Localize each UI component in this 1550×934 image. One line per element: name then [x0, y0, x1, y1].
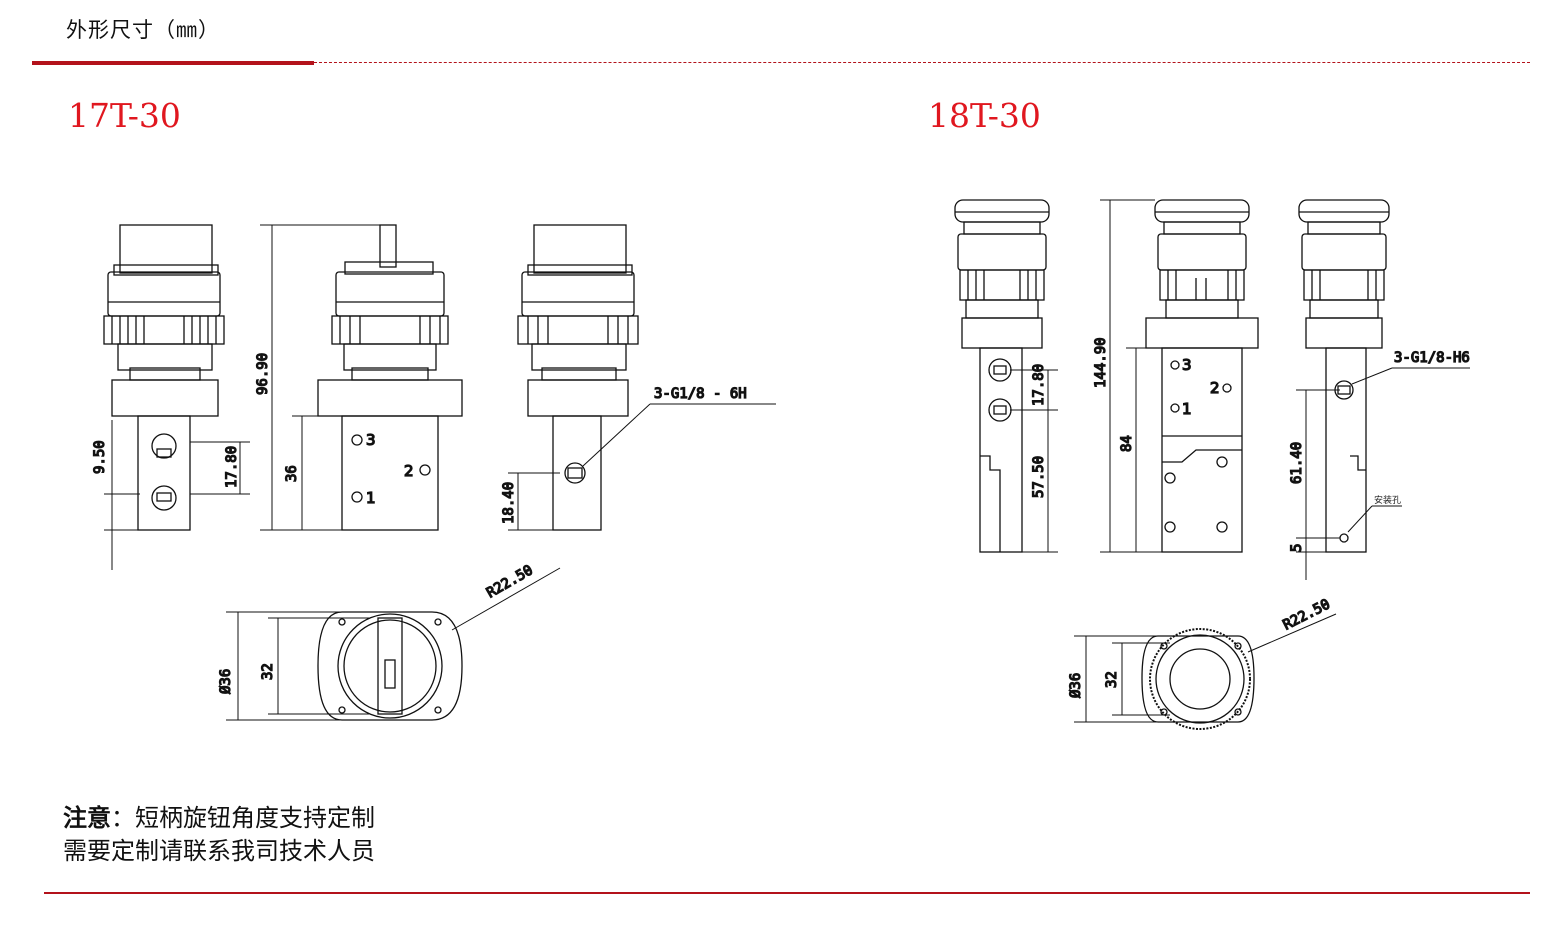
dim-18t-hole: 安装孔	[1374, 494, 1401, 506]
dims-18t-top	[1074, 613, 1337, 723]
dim-18t-thread: 3-G1/8-H6	[1394, 350, 1470, 366]
dims-17t-front	[104, 420, 250, 570]
dim-17t-dia: Ø36	[218, 669, 234, 694]
page-title: 外形尺寸（㎜）	[66, 18, 220, 42]
dim-17t-thread: 3-G1/8 - 6H	[654, 386, 747, 402]
dims-18t-rear	[1296, 367, 1470, 580]
drawing-17t-rear	[517, 224, 639, 531]
dims-17t-rear	[508, 403, 776, 531]
dim-17t-radius: R22.50	[484, 562, 536, 601]
drawing-18t-side	[1145, 199, 1259, 553]
dim-17t-d4: 36	[284, 465, 300, 482]
dim-18t-inner: 32	[1104, 671, 1120, 688]
model-title-b: 18T-30	[928, 96, 1041, 135]
dim-18t-d2: 57.50	[1031, 456, 1047, 498]
dims-18t-front	[1010, 369, 1058, 553]
port-18t-2: 2	[1210, 379, 1220, 397]
dim-18t-d4: 84	[1119, 435, 1135, 452]
dim-17t-inner: 32	[260, 663, 276, 680]
dim-17t-d1: 9.50	[92, 440, 108, 474]
dim-18t-d6: 5	[1289, 544, 1305, 552]
port-17t-1: 1	[366, 489, 376, 507]
footer-rule	[44, 892, 1530, 894]
header-rule-dashed	[314, 62, 1530, 63]
dims-17t-side	[260, 224, 380, 531]
port-18t-1: 1	[1182, 400, 1192, 418]
dim-17t-d2: 17.80	[224, 446, 240, 488]
dim-18t-d5: 61.40	[1289, 442, 1305, 484]
drawing-17t-front	[103, 224, 225, 531]
dims-17t-top	[226, 567, 561, 721]
drawing-18t-rear	[1298, 199, 1390, 553]
port-17t-2: 2	[404, 462, 414, 480]
note-line-2: 需要定制请联系我司技术人员	[63, 837, 375, 865]
header-rule-solid	[32, 61, 314, 65]
drawing-17t-top	[317, 611, 463, 721]
port-17t-3: 3	[366, 431, 376, 449]
model-title-a: 17T-30	[68, 96, 181, 135]
dim-17t-d3: 96.90	[255, 353, 271, 395]
drawing-18t-top	[1141, 628, 1255, 730]
note-text-1: ：短柄旋钮角度支持定制	[111, 804, 375, 832]
note-label: 注意	[63, 804, 111, 832]
port-18t-3: 3	[1182, 356, 1192, 374]
drawing-17t-side	[317, 224, 463, 531]
customization-note: 注意：短柄旋钮角度支持定制 需要定制请联系我司技术人员	[63, 802, 375, 868]
dim-18t-dia: Ø36	[1068, 673, 1084, 698]
dim-18t-d1: 17.80	[1031, 364, 1047, 406]
note-line-1: 注意：短柄旋钮角度支持定制	[63, 802, 375, 835]
dim-17t-d5: 18.40	[501, 482, 517, 524]
dim-18t-d3: 144.90	[1093, 337, 1109, 388]
dim-18t-radius: R22.50	[1281, 596, 1333, 633]
dims-18t-side	[1100, 199, 1162, 553]
